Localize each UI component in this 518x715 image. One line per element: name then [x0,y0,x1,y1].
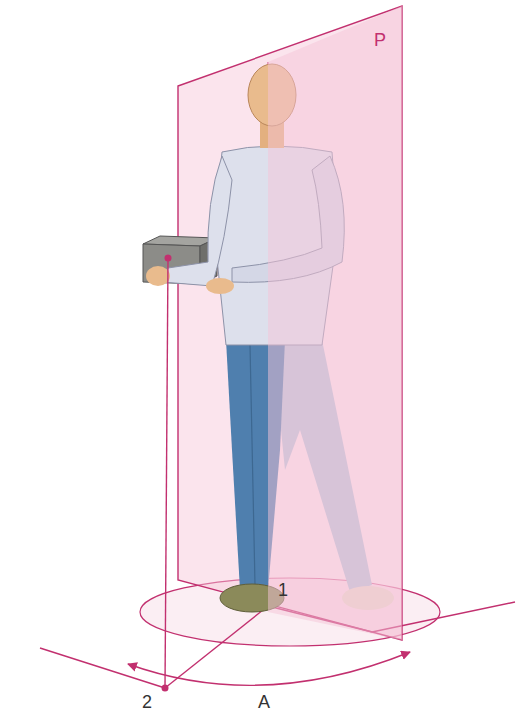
box-centre-dot [165,255,172,262]
plumb-line [165,258,168,688]
callout-number: 1 [276,580,290,600]
point-dot [162,685,169,692]
callout-number: 2 [140,692,154,712]
angle-arc [128,652,410,685]
man-figure [143,6,402,640]
angle-label: A [256,692,272,712]
plane [178,6,402,640]
plane-label: P [372,30,388,50]
